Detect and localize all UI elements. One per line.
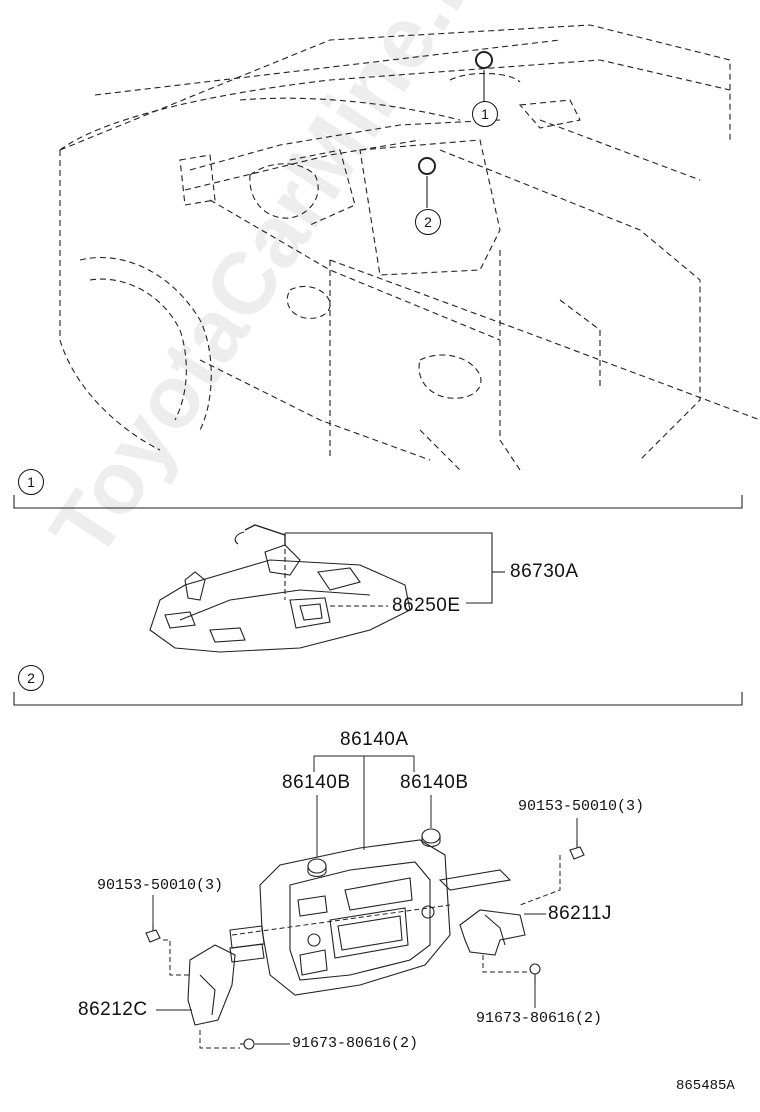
section-1-frame <box>13 495 743 509</box>
part-label-91673-right: 91673-80616(2) <box>476 1010 603 1027</box>
screw-left-drawing <box>145 925 161 943</box>
section-2-frame <box>13 692 743 706</box>
callout-2: 2 <box>415 209 441 235</box>
section-2-number: 2 <box>18 665 44 691</box>
bolt-left-drawing <box>240 1038 255 1050</box>
section-1-number: 1 <box>18 469 44 495</box>
bolt-right-drawing <box>529 963 541 984</box>
part-label-86140B-right: 86140B <box>400 772 469 793</box>
part-label-91673-left: 91673-80616(2) <box>292 1035 419 1052</box>
part-label-86140B-left: 86140B <box>282 772 351 793</box>
callout-1: 1 <box>472 101 498 127</box>
audio-panel-drawing <box>229 839 512 996</box>
part-label-90153-right: 90153-50010(3) <box>518 798 645 815</box>
bracket-left-drawing <box>187 944 236 1026</box>
part-label-86212C: 86212C <box>78 999 148 1020</box>
locator-ring-1 <box>475 51 493 69</box>
locator-ring-2 <box>418 157 436 175</box>
knob-left-drawing <box>307 858 327 878</box>
screw-right-drawing <box>569 840 585 860</box>
bracket-right-drawing <box>459 909 526 956</box>
vehicle-overview-drawing <box>59 24 760 471</box>
overhead-console-drawing <box>149 524 411 653</box>
part-label-86211J: 86211J <box>548 903 612 924</box>
part-label-86140A: 86140A <box>340 729 409 750</box>
part-label-86730A: 86730A <box>510 561 579 582</box>
figure-code: 865485A <box>676 1078 735 1094</box>
part-label-86250E: 86250E <box>392 595 461 616</box>
part-label-90153-left: 90153-50010(3) <box>97 877 224 894</box>
knob-right-drawing <box>421 828 441 848</box>
